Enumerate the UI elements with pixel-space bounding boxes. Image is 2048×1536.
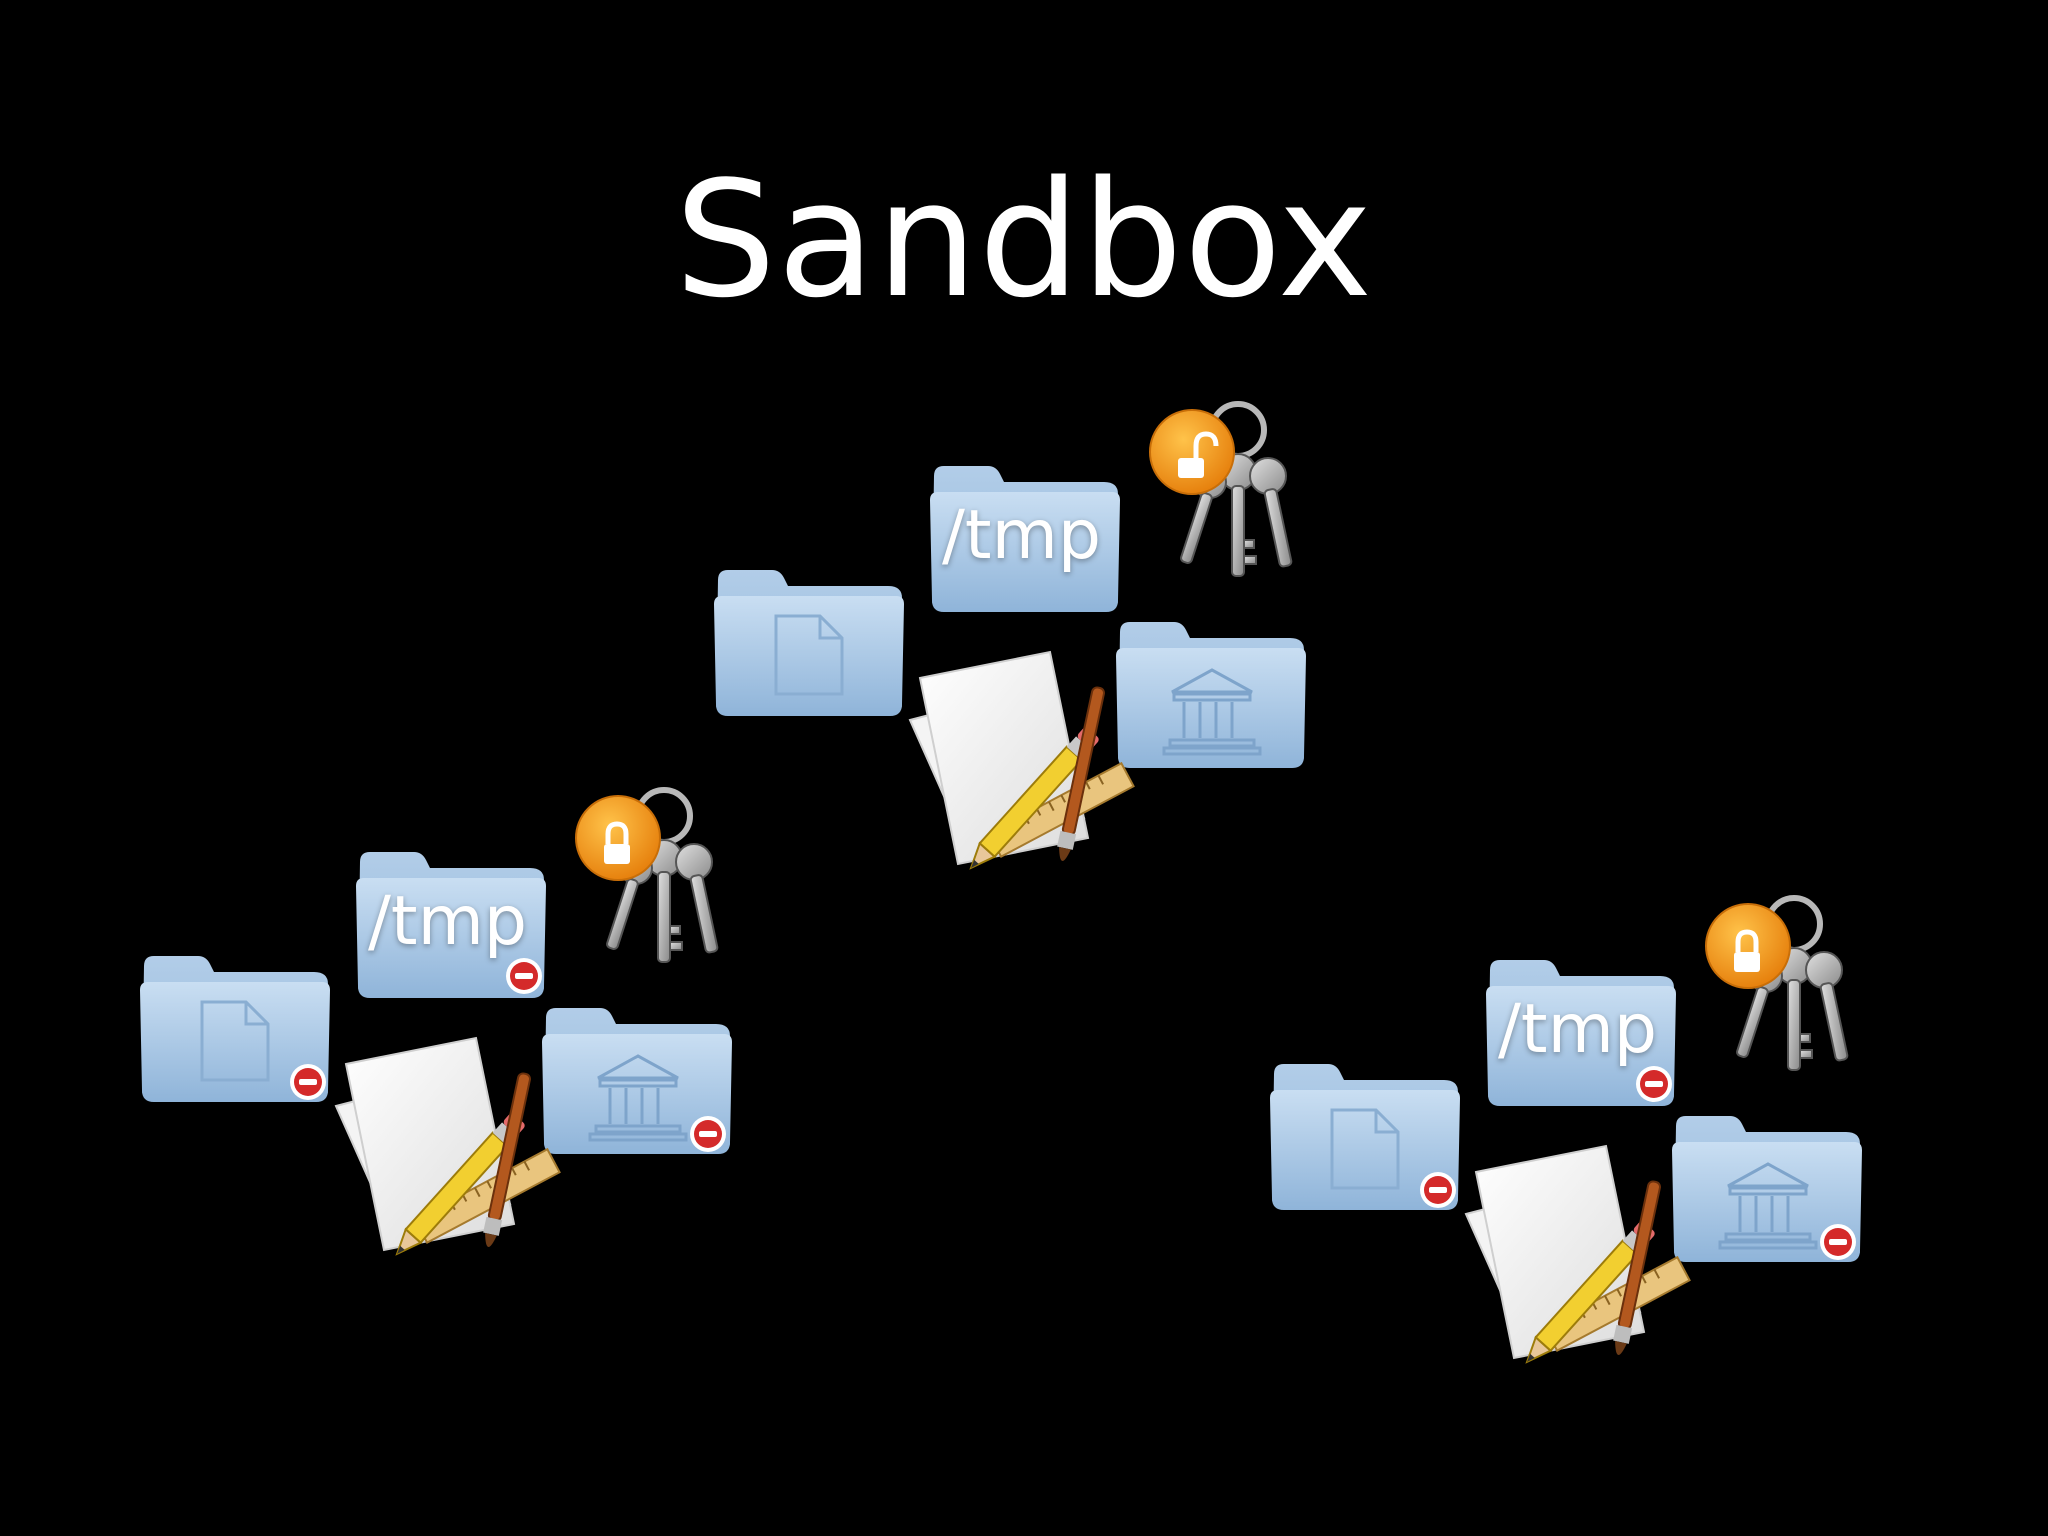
no-entry-badge-icon — [290, 1064, 326, 1100]
no-entry-badge-icon — [690, 1116, 726, 1152]
no-entry-badge-icon — [1636, 1066, 1672, 1102]
sandbox-cluster-left: /tmp — [136, 786, 756, 1256]
tmp-folder-label: /tmp — [942, 496, 1101, 575]
no-entry-badge-icon — [506, 958, 542, 994]
keychain-icon — [575, 787, 719, 963]
keychain-icon — [1705, 895, 1849, 1071]
document-folder-icon — [140, 956, 330, 1102]
keychain-icon — [1149, 401, 1293, 577]
slide-title: Sandbox — [674, 146, 1374, 333]
library-folder-icon — [1672, 1116, 1862, 1262]
text-edit-app-icon — [1464, 1144, 1691, 1364]
text-edit-app-icon — [908, 650, 1135, 870]
no-entry-badge-icon — [1820, 1224, 1856, 1260]
document-folder-icon — [1270, 1064, 1460, 1210]
no-entry-badge-icon — [1420, 1172, 1456, 1208]
library-folder-icon — [542, 1008, 732, 1154]
document-folder-icon — [714, 570, 904, 716]
library-folder-icon — [1116, 622, 1306, 768]
tmp-folder-label: /tmp — [368, 882, 527, 961]
sandbox-cluster-center: /tmp — [710, 400, 1330, 870]
text-edit-app-icon — [334, 1036, 561, 1256]
sandbox-cluster-right: /tmp — [1266, 894, 1886, 1364]
tmp-folder-label: /tmp — [1498, 990, 1657, 1069]
